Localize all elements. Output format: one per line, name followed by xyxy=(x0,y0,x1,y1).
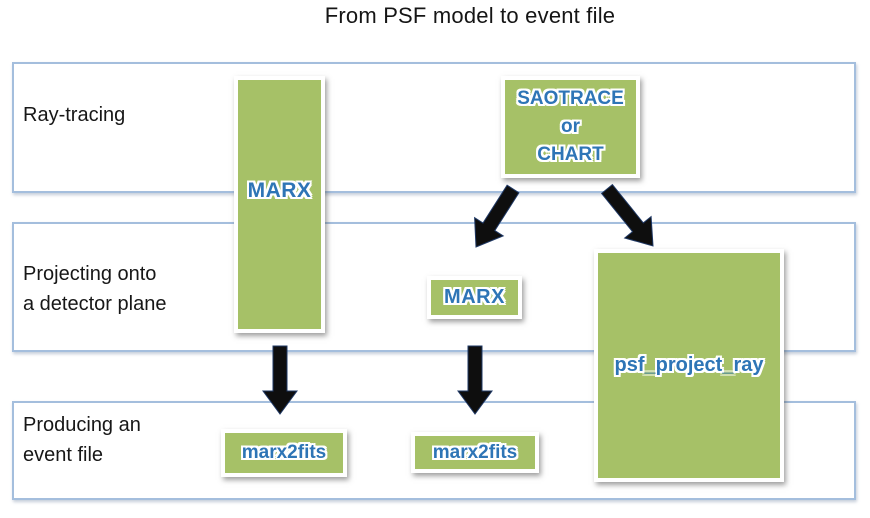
node-psf-project-ray-label: psf_project_ray xyxy=(614,354,764,376)
node-marx-tall: MARX xyxy=(234,76,325,333)
node-saotrace-or-chart-label: SAOTRACE or CHART xyxy=(517,88,624,165)
band-label-ray-tracing: Ray-tracing xyxy=(23,104,126,126)
node-psf-project-ray: psf_project_ray xyxy=(594,249,784,482)
node-marx-detector-label: MARX xyxy=(444,286,505,308)
node-marx-detector: MARX xyxy=(427,276,522,319)
node-marx2fits-right-label: marx2fits xyxy=(432,441,518,463)
band-label-producing: Producing an event file xyxy=(23,414,141,466)
node-marx2fits-left: marx2fits xyxy=(221,429,347,477)
node-marx2fits-left-label: marx2fits xyxy=(241,442,327,463)
band-label-projecting: Projecting onto a detector plane xyxy=(23,263,167,315)
node-saotrace-or-chart: SAOTRACE or CHART xyxy=(501,76,640,178)
node-marx2fits-right: marx2fits xyxy=(411,432,539,473)
band-ray-tracing xyxy=(12,62,856,193)
diagram-title: From PSF model to event file xyxy=(324,3,616,28)
node-marx-tall-label: MARX xyxy=(247,179,312,202)
